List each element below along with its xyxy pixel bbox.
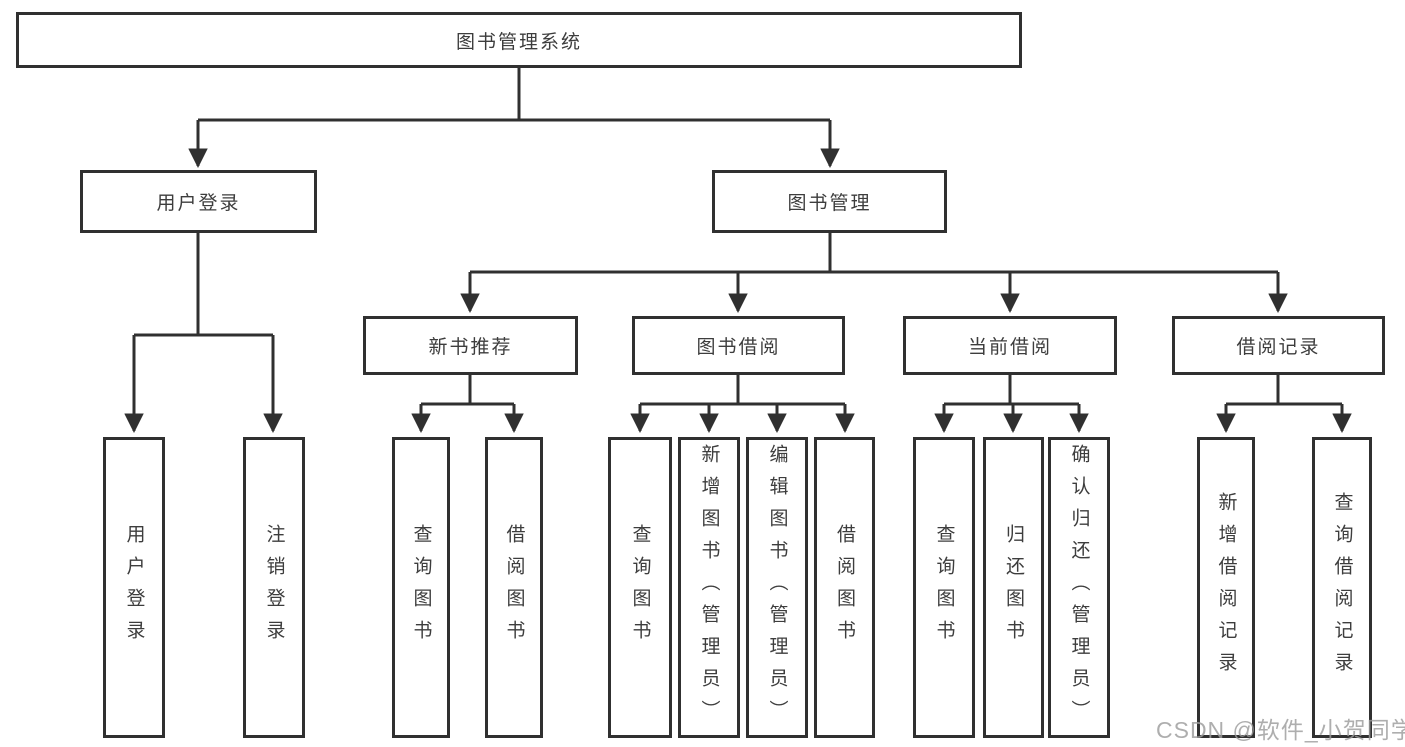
node-new-book-recommend: 新书推荐 [363,316,578,375]
leaf-query-books-recommend: 查询图书 [392,437,450,738]
leaf-return-books: 归还图书 [983,437,1044,738]
leaf-borrow-books-borrowing: 借阅图书 [814,437,875,738]
leaf-logout-login: 注销登录 [243,437,305,738]
leaf-user-login: 用户登录 [103,437,165,738]
node-book-borrowing: 图书借阅 [632,316,845,375]
leaf-query-borrow-record: 查询借阅记录 [1312,437,1372,738]
leaf-edit-books-admin: 编辑图书（管理员） [746,437,808,738]
leaf-borrow-books-recommend: 借阅图书 [485,437,543,738]
node-user-login: 用户登录 [80,170,317,233]
leaf-query-books-borrowing: 查询图书 [608,437,672,738]
node-borrowing-records: 借阅记录 [1172,316,1385,375]
node-library-system-root: 图书管理系统 [16,12,1022,68]
tree-trunk-lines [134,68,1342,406]
leaf-add-books-admin: 新增图书（管理员） [678,437,740,738]
leaf-confirm-return-admin: 确认归还（管理员） [1048,437,1110,738]
node-book-management: 图书管理 [712,170,947,233]
node-current-borrowing: 当前借阅 [903,316,1117,375]
csdn-watermark: CSDN @软件_小贺同学 [1156,717,1405,743]
leaf-query-books-current: 查询图书 [913,437,975,738]
leaf-add-borrow-record: 新增借阅记录 [1197,437,1255,738]
